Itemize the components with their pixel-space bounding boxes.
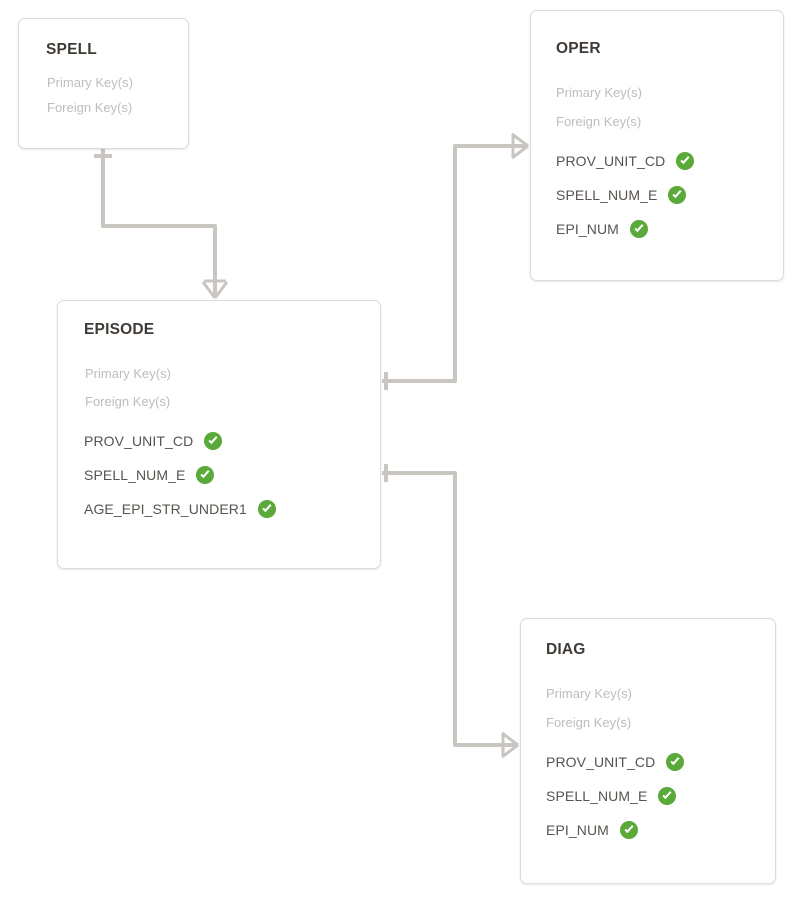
check-circle-icon xyxy=(629,220,648,238)
primary-key-label: Primary Key(s) xyxy=(546,686,632,701)
foreign-key-label: Foreign Key(s) xyxy=(546,715,632,730)
field-row[interactable]: PROV_UNIT_CD xyxy=(84,424,276,458)
entity-diag[interactable]: DIAG Primary Key(s) Foreign Key(s) PROV_… xyxy=(520,618,776,884)
entity-title: EPISODE xyxy=(84,321,155,338)
check-circle-icon xyxy=(658,787,677,805)
check-circle-icon xyxy=(666,753,685,771)
field-list: PROV_UNIT_CD SPELL_NUM_E xyxy=(546,745,685,847)
field-name: EPI_NUM xyxy=(556,221,619,237)
check-circle-icon xyxy=(257,500,276,518)
field-name: PROV_UNIT_CD xyxy=(556,153,666,169)
check-circle-icon xyxy=(668,186,687,204)
entity-title: SPELL xyxy=(46,41,97,58)
foreign-key-label: Foreign Key(s) xyxy=(85,394,171,409)
foreign-key-label: Foreign Key(s) xyxy=(47,100,133,115)
entity-oper[interactable]: OPER Primary Key(s) Foreign Key(s) PROV_… xyxy=(530,10,784,281)
field-row[interactable]: PROV_UNIT_CD xyxy=(556,144,695,178)
field-row[interactable]: AGE_EPI_STR_UNDER1 xyxy=(84,492,276,526)
entity-title: OPER xyxy=(556,40,601,57)
relationship-episode-diag[interactable] xyxy=(382,464,519,759)
primary-key-label: Primary Key(s) xyxy=(556,85,642,100)
field-row[interactable]: PROV_UNIT_CD xyxy=(546,745,685,779)
field-name: PROV_UNIT_CD xyxy=(546,754,656,770)
field-name: SPELL_NUM_E xyxy=(546,788,648,804)
primary-key-label: Primary Key(s) xyxy=(85,366,171,381)
check-circle-icon xyxy=(676,152,695,170)
primary-key-label: Primary Key(s) xyxy=(47,75,133,90)
field-row[interactable]: SPELL_NUM_E xyxy=(556,178,694,212)
check-circle-icon xyxy=(619,821,638,839)
foreign-key-label: Foreign Key(s) xyxy=(556,114,642,129)
field-row[interactable]: EPI_NUM xyxy=(546,813,684,847)
field-name: AGE_EPI_STR_UNDER1 xyxy=(84,501,247,517)
check-circle-icon xyxy=(196,466,215,484)
field-name: SPELL_NUM_E xyxy=(84,467,186,483)
field-list: PROV_UNIT_CD SPELL_NUM_E xyxy=(84,424,276,526)
field-name: SPELL_NUM_E xyxy=(556,187,658,203)
entity-spell[interactable]: SPELL Primary Key(s) Foreign Key(s) xyxy=(18,18,189,149)
relationship-episode-oper[interactable] xyxy=(382,132,529,390)
field-name: EPI_NUM xyxy=(546,822,609,838)
relationship-spell-episode[interactable] xyxy=(94,149,229,299)
check-circle-icon xyxy=(204,432,223,450)
entity-title: DIAG xyxy=(546,641,586,658)
entity-episode[interactable]: EPISODE Primary Key(s) Foreign Key(s) PR… xyxy=(57,300,381,569)
field-list: PROV_UNIT_CD SPELL_NUM_E xyxy=(556,144,695,246)
field-row[interactable]: EPI_NUM xyxy=(556,212,694,246)
field-row[interactable]: SPELL_NUM_E xyxy=(84,458,276,492)
field-row[interactable]: SPELL_NUM_E xyxy=(546,779,684,813)
field-name: PROV_UNIT_CD xyxy=(84,433,194,449)
